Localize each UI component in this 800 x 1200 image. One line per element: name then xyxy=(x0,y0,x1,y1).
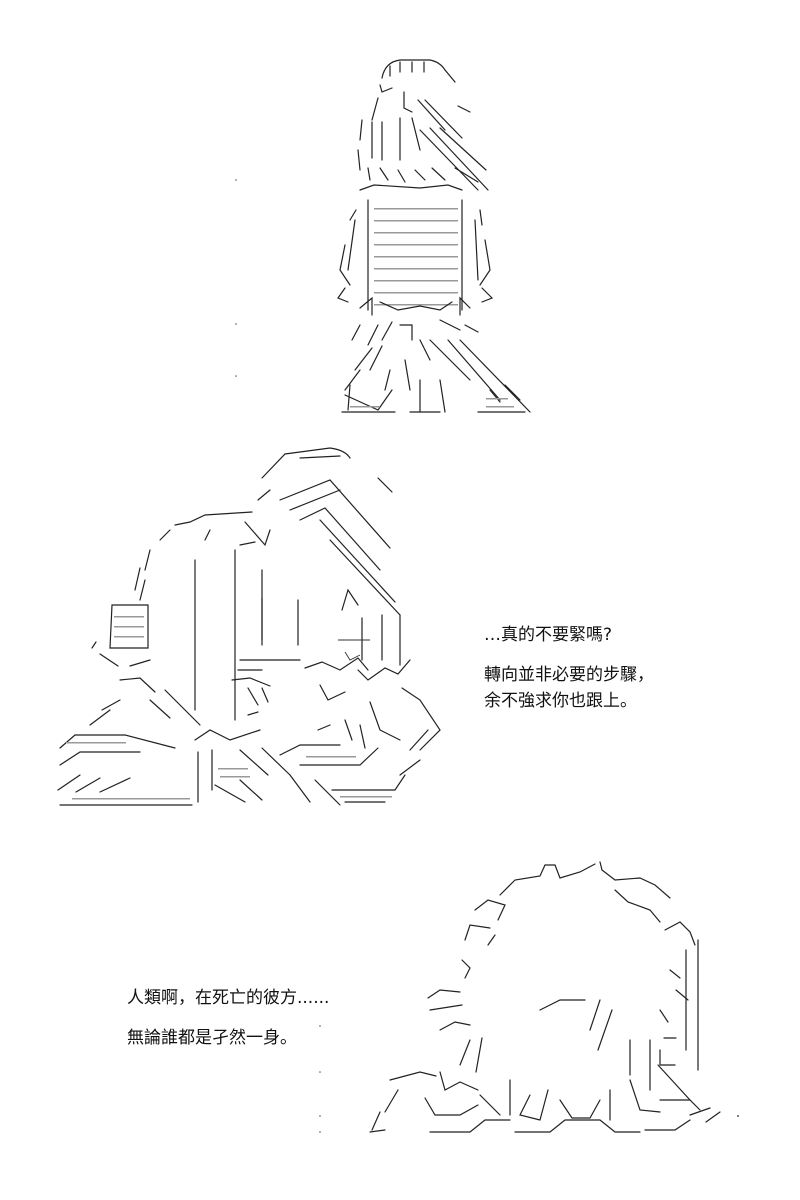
seated-figure-art xyxy=(57,447,441,806)
panel-2-caption: …真的不要緊嗎? 轉向並非必要的步驟， 余不強求你也跟上。 xyxy=(484,622,654,714)
panel-hooded-figure: 人類啊，在死亡的彼方...... 無論誰都是孑然一身。 xyxy=(0,850,800,1170)
caption-line: …真的不要緊嗎? xyxy=(484,625,613,645)
hooded-figure-art xyxy=(319,861,739,1133)
caption-line: 余不強求你也跟上。 xyxy=(484,691,637,711)
standing-figure-art xyxy=(235,59,531,413)
caption-line: 人類啊，在死亡的彼方...... xyxy=(127,988,330,1008)
panel-standing-figure xyxy=(0,40,800,420)
caption-line: 轉向並非必要的步驟， xyxy=(484,665,654,685)
caption-line: 無論誰都是孑然一身。 xyxy=(127,1028,297,1048)
panel-3-caption: 人類啊，在死亡的彼方...... 無論誰都是孑然一身。 xyxy=(127,985,329,1051)
panel-seated-figure: …真的不要緊嗎? 轉向並非必要的步驟， 余不強求你也跟上。 xyxy=(0,430,800,830)
